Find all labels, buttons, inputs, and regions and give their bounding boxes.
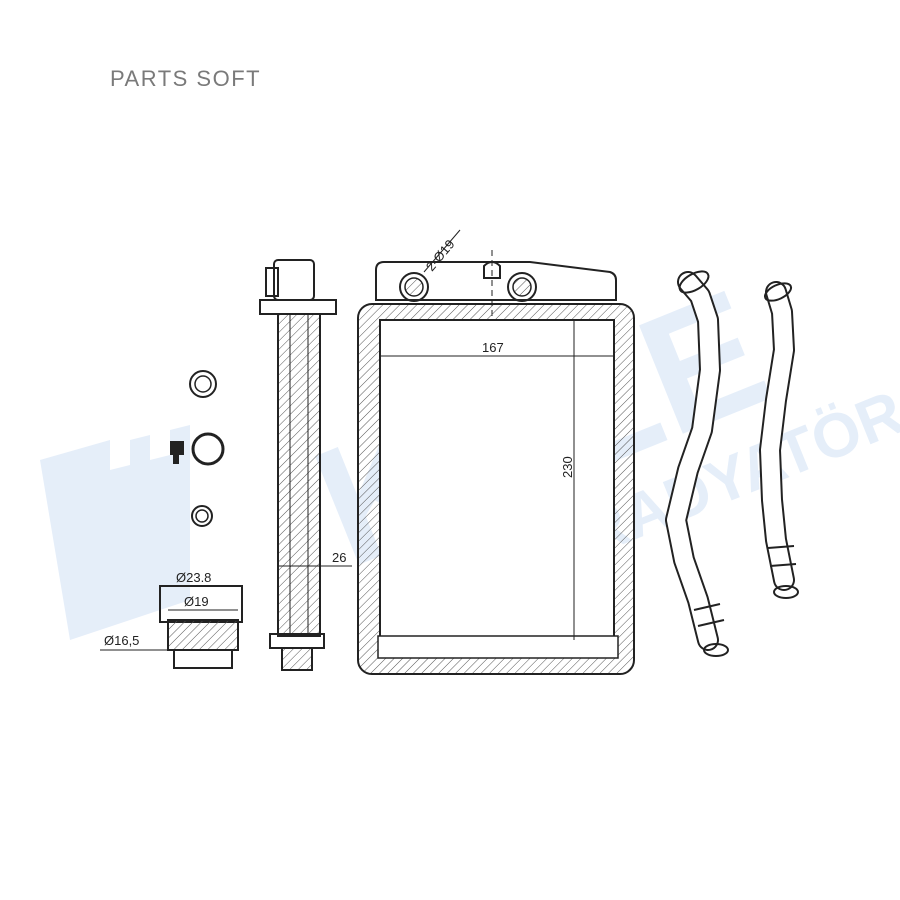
flange-fitting [100,585,243,669]
dim-flange-inner: Ø19 [184,594,209,609]
o-ring-large [189,370,217,398]
dim-flange-small: Ø16,5 [104,633,139,648]
dim-flange-outer: Ø23.8 [176,570,211,585]
dim-depth: 26 [332,550,346,565]
pipe-left [665,270,729,657]
dim-ports: 2-Ø19 [423,237,458,274]
brand-label: PARTS SOFT [110,66,262,91]
dim-width: 167 [482,340,504,355]
core-side-view [259,259,352,671]
o-ring-small [191,505,213,527]
dim-height: 230 [560,456,575,478]
pipe-right [759,281,799,599]
clip-ring [170,432,225,466]
heater-core-front [357,229,635,675]
